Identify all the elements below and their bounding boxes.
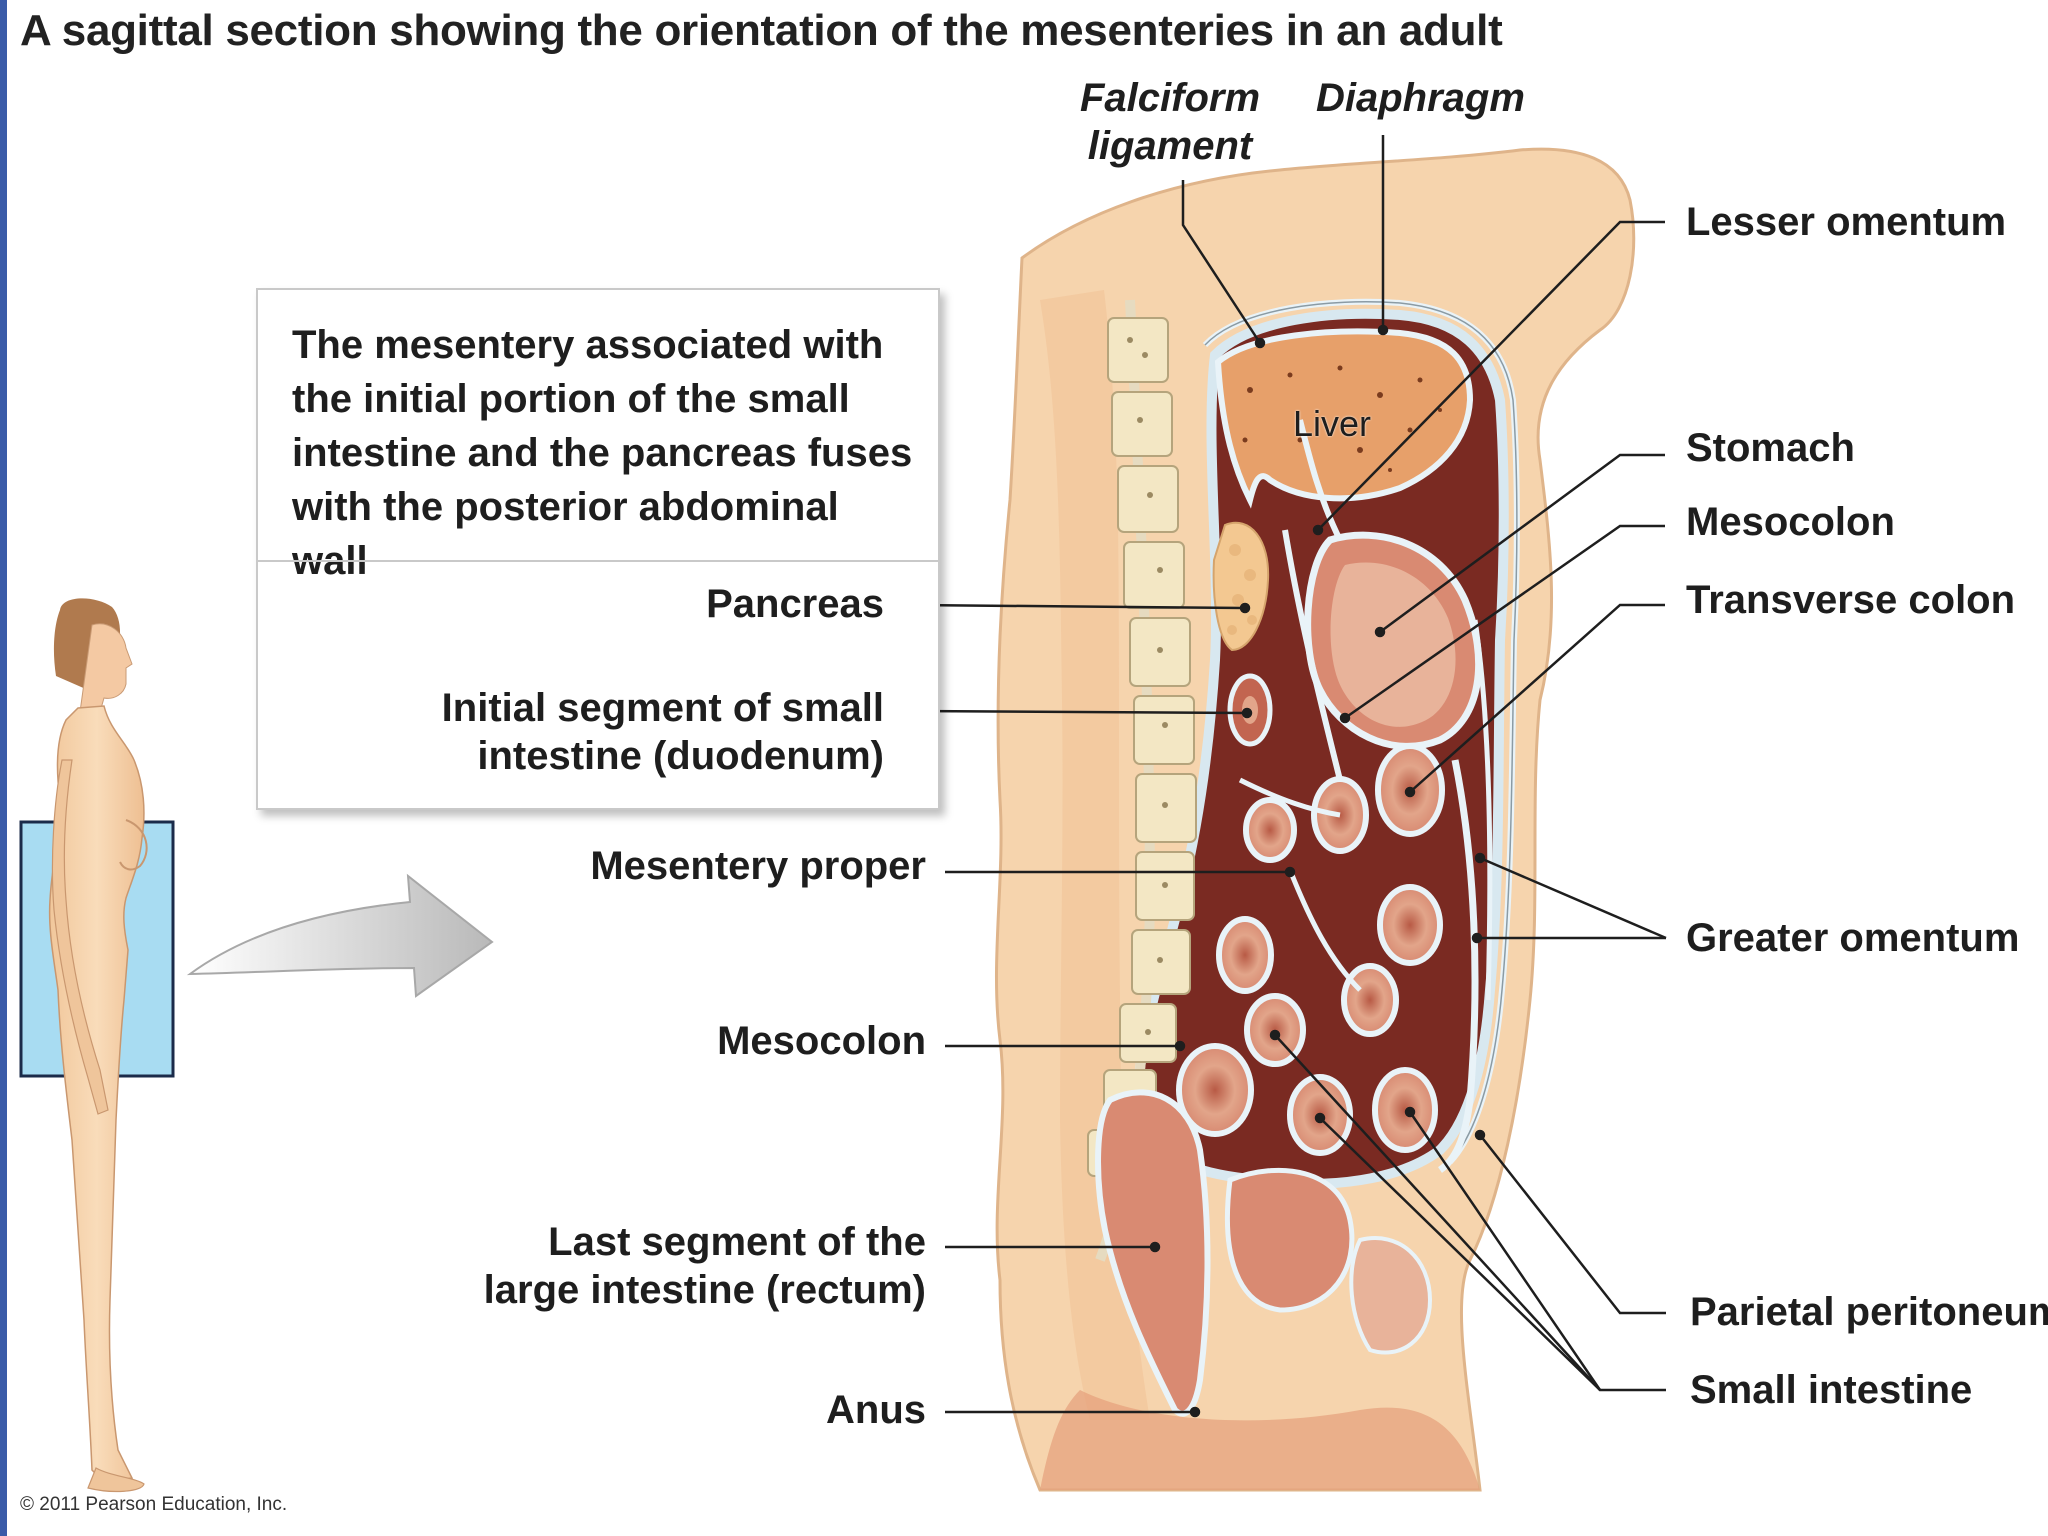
label-lesser-omentum: Lesser omentum (1686, 200, 2007, 244)
label-anus: Anus (826, 1388, 926, 1432)
label-diaphragm: Diaphragm (1316, 76, 1525, 120)
label-parietal-peritoneum: Parietal peritoneum (1690, 1290, 2048, 1334)
figure-title: A sagittal section showing the orientati… (20, 6, 1503, 55)
label-stomach: Stomach (1686, 426, 1855, 470)
label-small-intestine: Small intestine (1690, 1368, 1973, 1412)
label-mesentery-proper: Mesentery proper (590, 844, 926, 888)
label-rectum-line2: large intestine (rectum) (483, 1268, 926, 1312)
label-pancreas: Pancreas (706, 582, 884, 626)
callout-divider (258, 560, 938, 562)
label-mesocolon-left: Mesocolon (717, 1019, 926, 1063)
slide-side-strip (0, 0, 7, 1536)
orientation-arrow (186, 873, 494, 998)
label-mesocolon-right: Mesocolon (1686, 500, 1895, 544)
leader-lines (912, 135, 1667, 1418)
label-duodenum-line2: intestine (duodenum) (477, 734, 884, 778)
label-transverse-colon: Transverse colon (1686, 578, 2016, 622)
body-section (994, 147, 1636, 1492)
label-falciform-line2: ligament (1087, 124, 1253, 168)
callout-box: The mesentery associated with the initia… (256, 288, 940, 810)
label-falciform-line1: Falciform (1079, 76, 1261, 120)
copyright-notice: © 2011 Pearson Education, Inc. (20, 1494, 288, 1515)
callout-description: The mesentery associated with the initia… (292, 323, 913, 583)
woman-figure (19, 598, 175, 1493)
label-greater-omentum: Greater omentum (1686, 916, 2020, 960)
label-duodenum-line1: Initial segment of small (441, 686, 884, 730)
label-rectum-line1: Last segment of the (548, 1220, 926, 1264)
label-liver: Liver (1293, 403, 1372, 444)
